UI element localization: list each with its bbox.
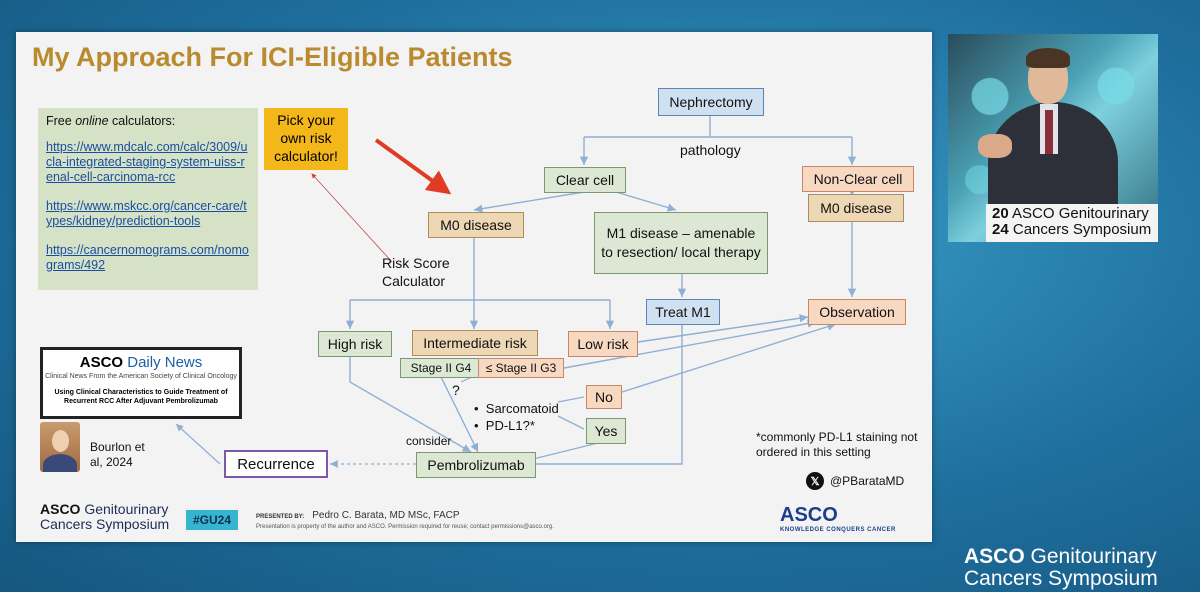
risk-score-calculator-label: Risk Score Calculator bbox=[382, 255, 450, 289]
recurrence-node: Recurrence bbox=[224, 450, 328, 478]
consider-label: consider bbox=[406, 434, 452, 448]
author-photo bbox=[40, 422, 80, 472]
x-handle-text: @PBarataMD bbox=[830, 474, 905, 488]
mdcalc-link[interactable]: https://www.mdcalc.com/calc/3009/ucla-in… bbox=[46, 140, 248, 184]
intermediate-risk-node: Intermediate risk bbox=[412, 330, 538, 356]
yes-node: Yes bbox=[586, 418, 626, 444]
cancernomograms-link[interactable]: https://cancernomograms.com/nomograms/49… bbox=[46, 243, 249, 272]
non-clear-cell-node: Non-Clear cell bbox=[802, 166, 914, 192]
hashtag-badge: #GU24 bbox=[186, 510, 239, 530]
author-shoulders bbox=[43, 454, 77, 472]
corner-asco-brand: ASCO Genitourinary Cancers Symposium bbox=[964, 545, 1158, 590]
author-face bbox=[52, 430, 69, 452]
speaker-hand bbox=[978, 134, 1012, 158]
pick-your-calculator-box: Pick your own risk calculator! bbox=[264, 108, 348, 170]
clear-cell-node: Clear cell bbox=[544, 167, 626, 193]
slide-title: My Approach For ICI-Eligible Patients bbox=[32, 42, 513, 72]
speaker-tie bbox=[1045, 110, 1053, 154]
stage-ii-g4-node: Stage II G4 bbox=[400, 358, 482, 378]
x-handle[interactable]: 𝕏 @PBarataMD bbox=[806, 472, 904, 490]
presented-by: PRESENTED BY:Pedro C. Barata, MD MSc, FA… bbox=[256, 510, 554, 530]
online-calculators-box: Free online calculators: https://www.mdc… bbox=[38, 108, 258, 290]
stage-ii-g3-node: ≤ Stage II G3 bbox=[478, 358, 564, 378]
citation-label: Bourlon et al, 2024 bbox=[90, 440, 145, 469]
news-headline: Using Clinical Characteristics to Guide … bbox=[54, 389, 228, 405]
low-risk-node: Low risk bbox=[568, 331, 638, 357]
calculators-header: Free online calculators: bbox=[46, 114, 176, 128]
pembrolizumab-node: Pembrolizumab bbox=[416, 452, 536, 478]
pdl1-item: • PD-L1?* bbox=[474, 418, 535, 433]
speaker-hair bbox=[1026, 48, 1070, 68]
sarcomatoid-pdl1-list: • Sarcomatoid • PD-L1?* bbox=[474, 400, 559, 434]
question-mark: ? bbox=[452, 382, 460, 398]
x-logo-icon: 𝕏 bbox=[806, 472, 824, 490]
asco-logo: ASCO KNOWLEDGE CONQUERS CANCER bbox=[780, 504, 896, 533]
podium-sign: 20 ASCO Genitourinary 24 Cancers Symposi… bbox=[986, 204, 1158, 242]
news-subtitle: Clinical News From the American Society … bbox=[45, 373, 237, 380]
m0-disease-non-clear-node: M0 disease bbox=[808, 194, 904, 222]
no-node: No bbox=[586, 385, 622, 409]
observation-node: Observation bbox=[808, 299, 906, 325]
asco-daily-news-box: ASCO Daily News Clinical News From the A… bbox=[40, 347, 242, 419]
pathology-label: pathology bbox=[680, 142, 741, 158]
speaker-camera-feed: 20 ASCO Genitourinary 24 Cancers Symposi… bbox=[948, 34, 1158, 242]
high-risk-node: High risk bbox=[318, 331, 392, 357]
treat-m1-node: Treat M1 bbox=[646, 299, 720, 325]
m0-disease-node: M0 disease bbox=[428, 212, 524, 238]
mskcc-link[interactable]: https://www.mskcc.org/cancer-care/types/… bbox=[46, 199, 247, 228]
presentation-slide: My Approach For ICI-Eligible Patients bbox=[16, 32, 932, 542]
pdl1-footnote: *commonly PD-L1 staining not ordered in … bbox=[756, 430, 918, 459]
asco-daily-news-logo: ASCO Daily News bbox=[79, 354, 203, 371]
m1-disease-node: M1 disease – amenable to resection/ loca… bbox=[594, 212, 768, 274]
sarcomatoid-item: • Sarcomatoid bbox=[474, 401, 559, 416]
nephrectomy-node: Nephrectomy bbox=[658, 88, 764, 116]
footer-asco-brand: ASCO Genitourinary Cancers Symposium bbox=[40, 501, 170, 532]
